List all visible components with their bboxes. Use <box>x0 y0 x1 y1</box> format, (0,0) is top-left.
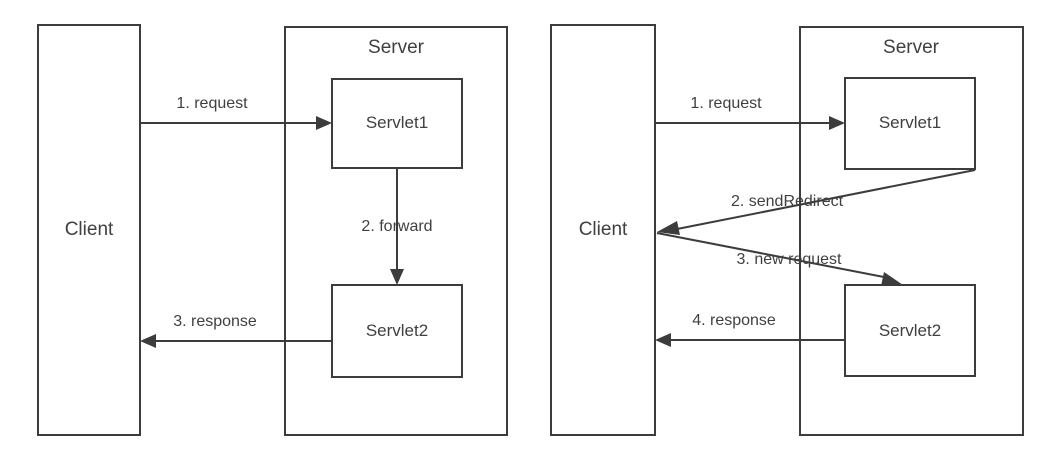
left-flow-label-response: 3. response <box>173 313 257 330</box>
right-flow-label-newrequest: 3. new request <box>736 251 842 268</box>
left-flow-forward-arrowhead <box>390 269 404 285</box>
right-client-label: Client <box>578 219 628 240</box>
right-flow-sendredirect-arrowhead <box>657 221 680 235</box>
right-flow-newrequest-arrowhead <box>881 272 903 286</box>
left-servlet1-label: Servlet1 <box>365 113 429 132</box>
left-flow-request-arrowhead <box>316 116 332 130</box>
right-flow-label-sendredirect: 2. sendRedirect <box>730 193 844 210</box>
right-flow-response-arrowhead <box>655 333 671 347</box>
left-servlet2-box <box>331 284 463 378</box>
left-servlet2-label: Servlet2 <box>365 321 429 340</box>
left-servlet1-box <box>331 78 463 169</box>
right-flow-request-arrowhead <box>829 116 845 130</box>
right-client-box <box>550 24 656 436</box>
right-flow-label-response: 4. response <box>692 312 776 329</box>
left-client-box <box>37 24 141 436</box>
right-server-label: Server <box>883 37 939 58</box>
right-flow-label-request: 1. request <box>690 95 762 112</box>
left-flow-label-request: 1. request <box>176 95 248 112</box>
right-servlet2-box <box>844 284 976 377</box>
right-servlet2-label: Servlet2 <box>878 321 942 340</box>
left-flow-response-arrowhead <box>140 334 156 348</box>
right-servlet1-label: Servlet1 <box>878 113 942 132</box>
right-servlet1-box <box>844 77 976 170</box>
left-client-label: Client <box>64 219 114 240</box>
right-flow-newrequest-line <box>656 232 890 279</box>
left-flow-label-forward: 2. forward <box>361 218 433 235</box>
right-flow-sendredirect-line <box>671 169 976 231</box>
left-server-label: Server <box>368 37 424 58</box>
